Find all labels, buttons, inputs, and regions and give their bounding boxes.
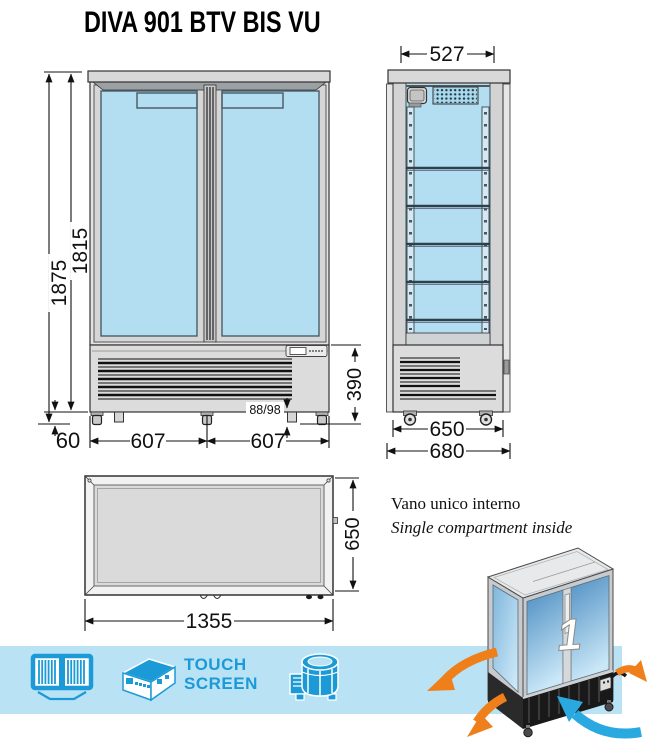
dimension-drawing: 1875 1815 60 607 607 88/98 390	[38, 43, 511, 633]
top-view-dimensions: 650 1355	[84, 477, 364, 633]
side-view-dimensions: 527 650 680	[386, 43, 511, 463]
dim-front-base-height: 390	[344, 368, 366, 401]
dim-front-door-left: 607	[130, 430, 165, 453]
cabinet-3d: 1	[486, 547, 615, 738]
door-handle-3d	[564, 592, 570, 635]
side-cap	[387, 69, 511, 84]
dim-front-total-height: 1875	[48, 260, 71, 307]
side-interior	[405, 82, 491, 346]
compartment-note: Vano unico interno Single compartment in…	[391, 494, 572, 538]
side-glass-3d	[492, 584, 519, 693]
airflow-arrow-in-blue	[571, 710, 642, 739]
dim-front-door-right: 607	[250, 430, 285, 453]
fan-motor-icon	[289, 653, 339, 701]
dim-side-wheelbase: 650	[429, 418, 464, 441]
touch-screen-label: TOUCH SCREEN	[184, 655, 258, 693]
touch-screen-label-line2: SCREEN	[184, 674, 258, 693]
front-casters	[90, 411, 329, 426]
hinges	[199, 594, 222, 599]
dim-top-width: 1355	[186, 610, 233, 633]
dim-front-feet-range: 88/98	[249, 403, 280, 417]
side-view	[386, 69, 511, 426]
front-view	[87, 70, 331, 426]
touch-screen-label-line1: TOUCH	[184, 655, 247, 674]
side-casters	[403, 410, 493, 426]
light-housing-left	[136, 92, 198, 109]
product-title: DIVA 901 BTV BIS VU	[84, 6, 321, 39]
ventilated-case-icon	[30, 653, 94, 701]
dim-side-total-depth: 680	[429, 440, 464, 463]
top-view	[84, 475, 338, 600]
front-glass-left	[100, 90, 198, 337]
compartment-number: 1	[555, 610, 583, 661]
light-housing-right	[221, 92, 284, 109]
front-view-dimensions: 1875 1815 60 607 607 88/98 390	[38, 71, 366, 453]
touch-control-box-icon	[121, 658, 177, 702]
control-panel	[285, 345, 328, 357]
base-control-panel-3d	[599, 675, 612, 693]
product-3d-view: 1	[427, 547, 647, 739]
dim-top-depth: 650	[342, 517, 364, 550]
dim-front-body-height: 1815	[69, 228, 92, 275]
front-glass-right	[221, 90, 320, 337]
dim-side-top-depth: 527	[429, 43, 464, 66]
front-cap	[87, 70, 331, 83]
note-italian: Vano unico interno	[391, 494, 521, 513]
note-english: Single compartment inside	[391, 518, 573, 537]
shelves	[406, 166, 490, 322]
airflow-arrows	[427, 647, 647, 739]
dim-front-caster-height: 60	[56, 428, 80, 453]
